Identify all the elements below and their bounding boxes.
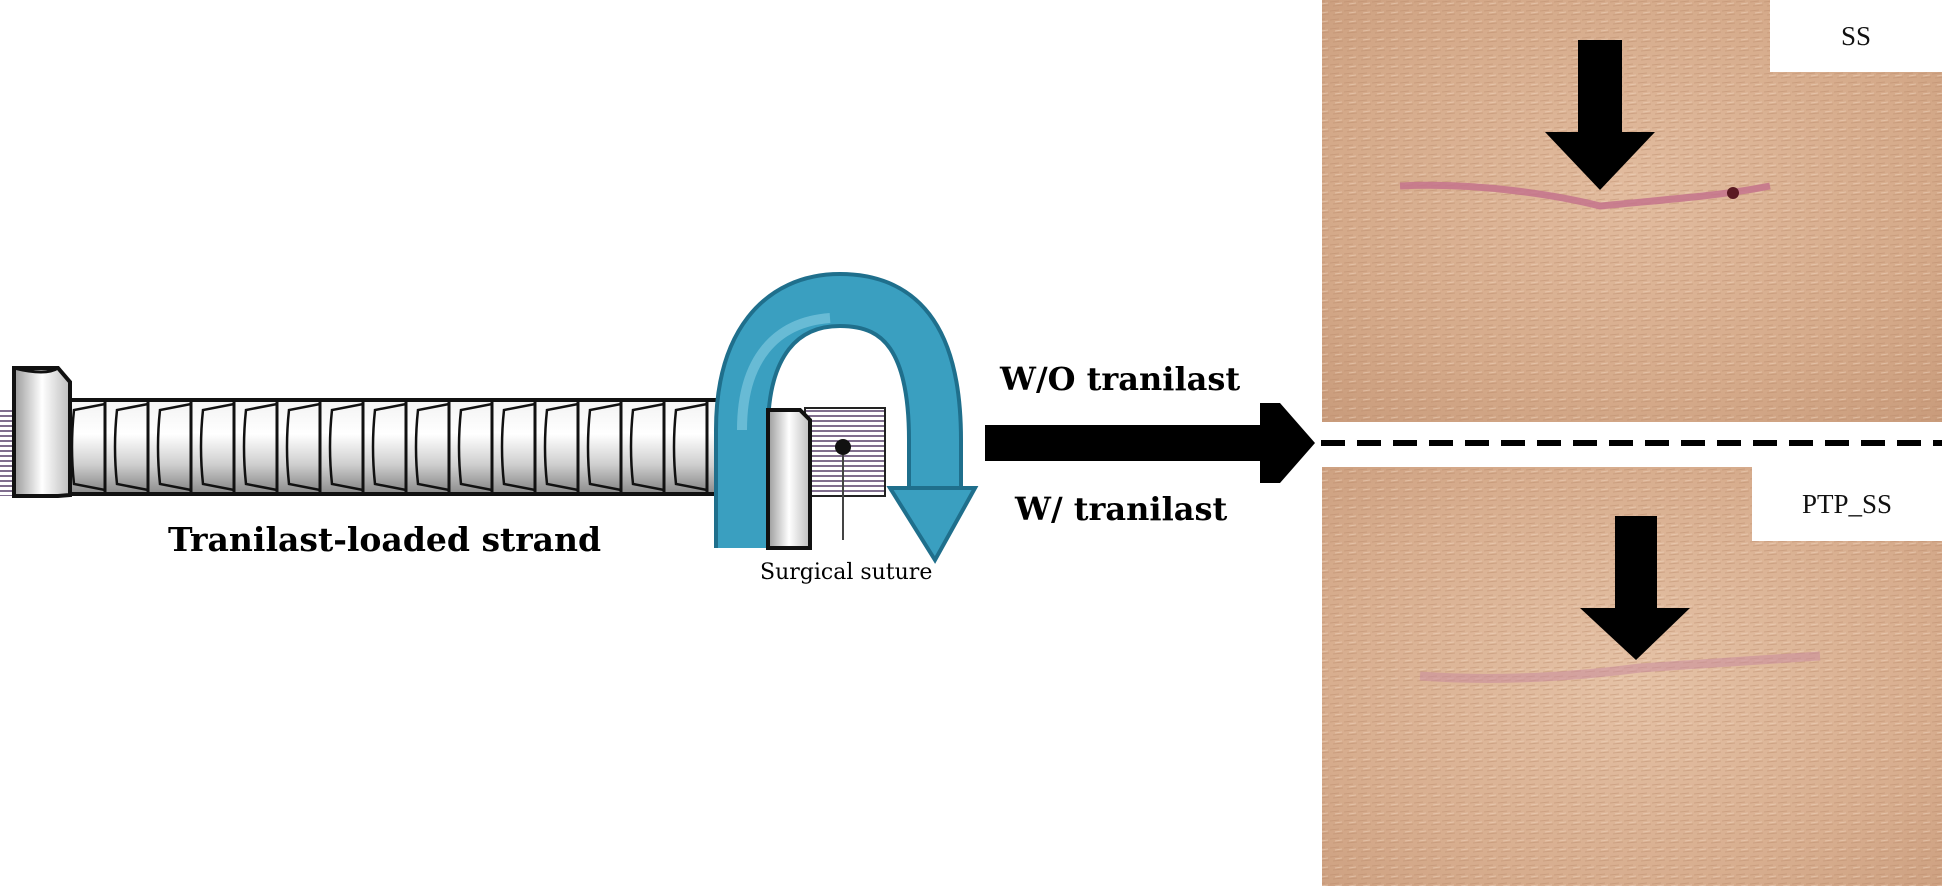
strand-segment [156, 402, 193, 492]
strand-segment [113, 402, 150, 492]
healed-incision [1419, 651, 1821, 683]
wound-spot [1727, 187, 1739, 199]
without-tranilast-label: W/O tranilast [1000, 360, 1241, 398]
strand-segment [414, 402, 451, 492]
strand-segment [500, 402, 537, 492]
strand-segment [328, 402, 365, 492]
tranilast-strand [0, 366, 760, 498]
strand-segment [242, 402, 279, 492]
curved-arrow-icon [714, 271, 979, 564]
strand-segment [70, 402, 107, 492]
strand-segment [586, 402, 623, 492]
photo-ss [1322, 0, 1942, 422]
strand-segment [371, 402, 408, 492]
suture-marker [835, 439, 851, 455]
with-tranilast-label: W/ tranilast [1015, 490, 1228, 528]
strand-label: Tranilast-loaded strand [168, 520, 602, 559]
strand-left-cap [12, 366, 72, 498]
down-arrow-icon [1580, 516, 1690, 660]
incision-line [1399, 181, 1771, 210]
photo-tag-ss: SS [1770, 0, 1942, 72]
strand-segment [672, 402, 709, 492]
down-arrow-icon [1545, 40, 1655, 190]
strand-segments [64, 398, 760, 496]
strand-segment [629, 402, 666, 492]
strand-segment [543, 402, 580, 492]
strand-segment [199, 402, 236, 492]
right-arrow-icon [985, 403, 1315, 483]
strand-segment [285, 402, 322, 492]
strand-right-cap [766, 408, 812, 550]
strand-segment [457, 402, 494, 492]
suture-label: Surgical suture [760, 560, 933, 585]
photo-tag-ptp-ss: PTP_SS [1752, 467, 1942, 541]
